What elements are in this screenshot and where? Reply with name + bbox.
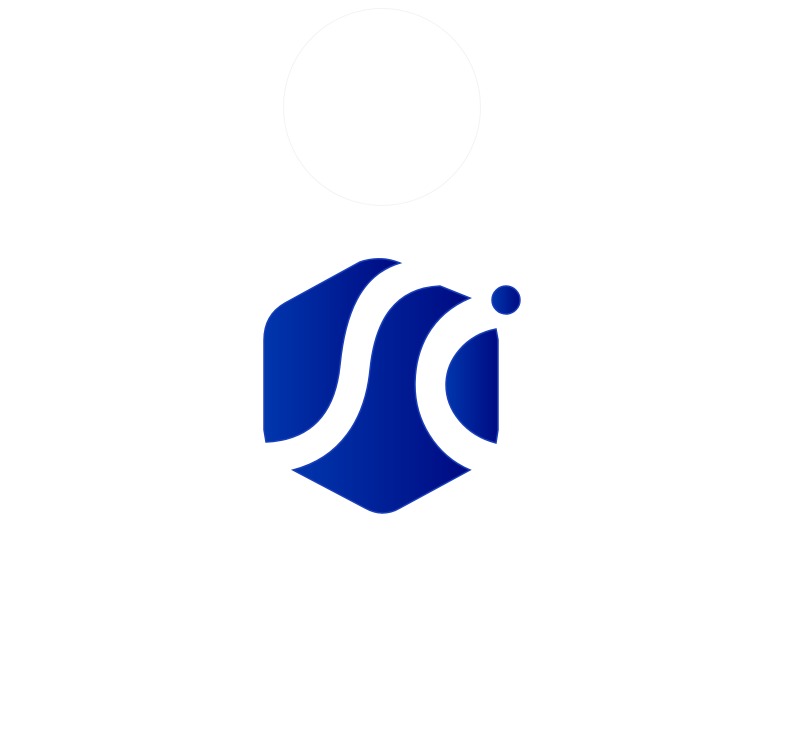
loading-spinner-ring [283, 8, 481, 206]
logo-left-segment [263, 258, 403, 443]
logo-dot [491, 285, 521, 315]
logo-middle-segment [290, 285, 472, 514]
logo-right-segment [445, 328, 499, 444]
